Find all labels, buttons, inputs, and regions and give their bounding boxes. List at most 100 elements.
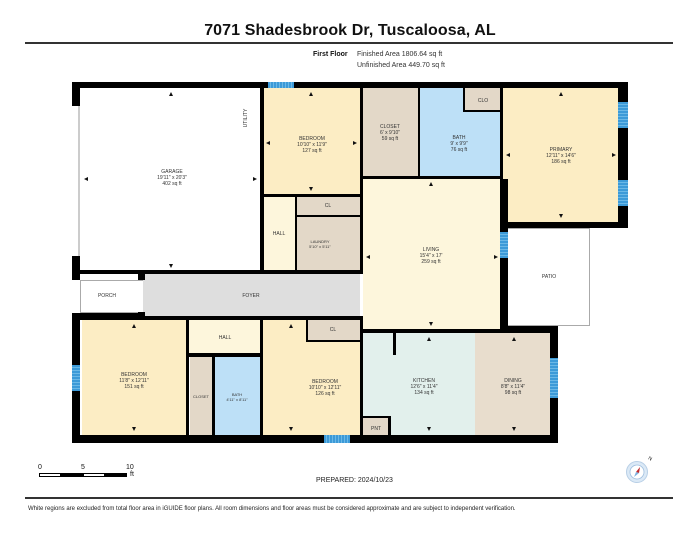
room-dims: 10'10" x 12'11" — [308, 385, 342, 391]
property-address-title: 7071 Shadesbrook Dr, Tuscaloosa, AL — [204, 22, 496, 39]
wall — [297, 215, 360, 217]
wall — [186, 320, 189, 435]
wall — [465, 110, 500, 112]
room-dims: 19'11" x 20'3" — [157, 175, 187, 181]
room-hall-2[interactable] — [188, 320, 260, 353]
label-bath-1: BATH 9' x 9'9" 76 sq ft — [450, 135, 467, 153]
room-living[interactable] — [363, 179, 500, 329]
disclaimer-text: White regions are excluded from total fl… — [28, 506, 516, 512]
room-laundry[interactable] — [297, 217, 360, 270]
wall — [388, 416, 391, 435]
window — [500, 232, 508, 258]
dimension-arrow-icon — [612, 153, 616, 157]
room-dims: 9' x 9'9" — [450, 141, 468, 147]
room-dims: 11'8" x 12'11" — [119, 378, 149, 384]
room-closet-top[interactable] — [363, 88, 418, 176]
dimension-arrow-icon — [512, 427, 516, 431]
scale-segment — [39, 473, 61, 477]
window — [550, 358, 558, 398]
room-bedroom-2[interactable] — [82, 320, 186, 435]
dimension-arrow-icon — [309, 187, 313, 191]
room-closet-bottom[interactable] — [190, 357, 212, 435]
wall — [72, 313, 142, 320]
room-name: GARAGE — [161, 169, 183, 175]
label-kitchen: KITCHEN 12'6" x 11'4" 134 sq ft — [410, 378, 437, 396]
room-dims: 12'6" x 11'4" — [410, 384, 438, 390]
wall — [264, 194, 362, 197]
wall — [72, 270, 80, 280]
room-garage[interactable] — [82, 88, 262, 270]
room-pnt[interactable] — [363, 418, 388, 435]
window — [268, 82, 294, 88]
scale-segment — [105, 473, 127, 477]
dimension-arrow-icon — [84, 177, 88, 181]
wall — [500, 222, 628, 228]
dimension-arrow-icon — [512, 337, 516, 341]
wall — [306, 320, 308, 342]
wall — [363, 176, 503, 179]
room-name: CL — [329, 327, 337, 333]
room-cl-1[interactable] — [297, 197, 360, 215]
label-primary: PRIMARY 12'11" x 14'6" 186 sq ft — [546, 147, 576, 165]
header-divider — [25, 42, 673, 44]
wall — [72, 435, 558, 443]
window — [324, 435, 350, 443]
room-area: 134 sq ft — [414, 390, 434, 396]
window — [618, 180, 628, 206]
room-patio[interactable] — [508, 228, 590, 326]
room-name: CLOSET — [379, 124, 400, 130]
dimension-arrow-icon — [309, 92, 313, 96]
dimension-arrow-icon — [289, 324, 293, 328]
wall — [500, 326, 558, 333]
wall — [618, 82, 628, 228]
room-cl-2[interactable] — [308, 320, 360, 340]
footer-divider — [25, 497, 673, 499]
dimension-arrow-icon — [427, 337, 431, 341]
wall — [142, 316, 362, 320]
wall — [188, 353, 262, 357]
room-bedroom-1[interactable] — [264, 88, 360, 195]
label-pnt: PNT — [371, 426, 381, 432]
dimension-arrow-icon — [289, 427, 293, 431]
wall — [295, 197, 297, 272]
room-name: BATH — [452, 135, 466, 141]
scale-segment — [61, 473, 83, 477]
room-dims: 10'10" x 11'9" — [297, 142, 327, 148]
label-bedroom-3: BEDROOM 10'10" x 12'11" 126 sq ft — [309, 379, 342, 397]
room-name: CLOSET — [192, 394, 210, 399]
scale-segment — [83, 473, 105, 477]
dimension-arrow-icon — [559, 214, 563, 218]
label-foyer: FOYER — [242, 293, 259, 299]
room-name: PORCH — [97, 293, 117, 299]
room-porch[interactable] — [80, 280, 143, 313]
room-foyer[interactable] — [143, 273, 360, 316]
room-primary[interactable] — [503, 88, 618, 222]
room-dims: 6' x 9'10" — [379, 130, 401, 136]
wall — [463, 82, 465, 112]
room-dims: 15'4" x 17' — [419, 253, 443, 259]
room-area: 151 sq ft — [124, 384, 144, 390]
dimension-arrow-icon — [132, 324, 136, 328]
window — [72, 365, 80, 391]
label-porch: PORCH — [98, 293, 116, 299]
room-clo[interactable] — [465, 88, 500, 110]
label-laundry: LAUNDRY 5'10" x 5'11" — [309, 239, 331, 249]
room-name: BATH — [231, 392, 243, 397]
room-name: HALL — [218, 335, 232, 341]
room-area: 259 sq ft — [421, 259, 441, 265]
room-hall-1[interactable] — [264, 197, 295, 270]
label-hall-2: HALL — [219, 335, 232, 341]
scale-tick: 10 — [126, 464, 134, 471]
room-name: LAUNDRY — [310, 239, 330, 244]
wall — [138, 312, 145, 320]
compass-icon: N — [626, 455, 653, 483]
room-dining[interactable] — [475, 333, 550, 435]
wall — [363, 416, 391, 418]
room-bath-2[interactable] — [215, 357, 260, 435]
scale-tick: 5 — [81, 464, 85, 471]
room-area: 127 sq ft — [302, 148, 322, 154]
wall — [500, 82, 503, 179]
dimension-arrow-icon — [253, 177, 257, 181]
room-dims: 12'11" x 14'6" — [546, 153, 576, 159]
room-dims: 8'8" x 11'4" — [500, 384, 526, 390]
